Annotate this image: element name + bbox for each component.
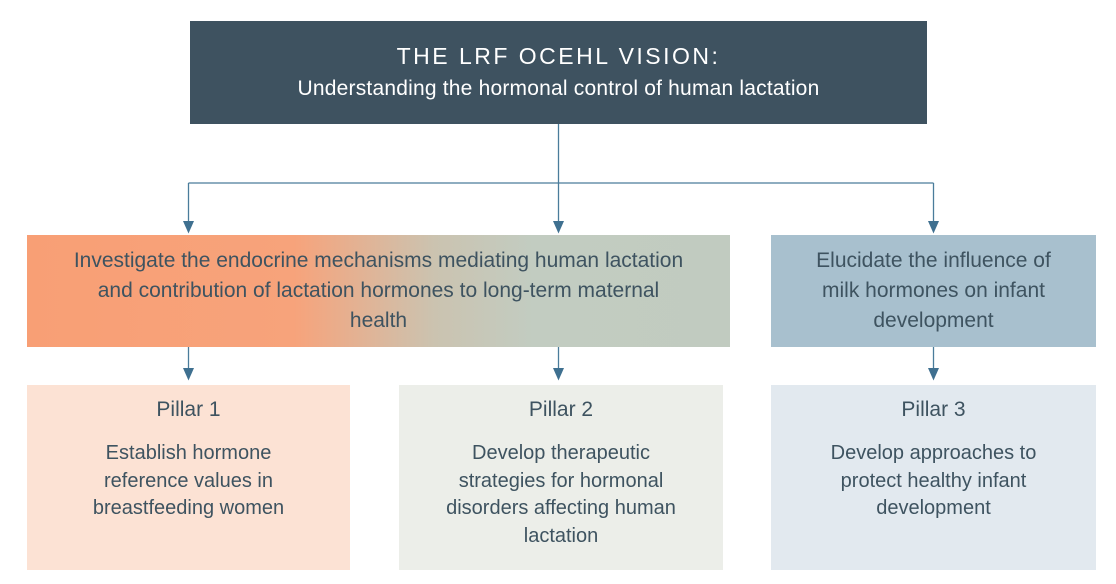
goal-box-maternal: Investigate the endocrine mechanisms med… [27, 235, 730, 347]
title-line-2: Understanding the hormonal control of hu… [297, 77, 820, 101]
pillar-2-box: Pillar 2 Develop therapeutic strategies … [399, 385, 723, 570]
title-line-1: THE LRF OCEHL VISION: [396, 43, 721, 70]
pillar-1-box: Pillar 1 Establish hormone reference val… [27, 385, 350, 570]
pillar-3-text: Develop approaches to protect healthy in… [830, 442, 1037, 520]
goal-infant-text: Elucidate the influence of milk hormones… [816, 249, 1051, 332]
arrow-down-icon [553, 221, 564, 234]
arrow-down-icon [928, 221, 939, 234]
pillar-3-label: Pillar 3 [901, 398, 966, 421]
arrow-down-icon [553, 368, 564, 381]
arrow-down-icon [183, 221, 194, 234]
goal-box-infant: Elucidate the influence of milk hormones… [771, 235, 1096, 347]
vision-title-box: THE LRF OCEHL VISION: Understanding the … [190, 21, 927, 124]
pillar-1-text: Establish hormone reference values in br… [92, 442, 285, 520]
pillar-2-label: Pillar 2 [528, 398, 594, 421]
pillar-1-label: Pillar 1 [156, 398, 221, 421]
arrow-down-icon [183, 368, 194, 381]
pillar-2-text: Develop therapeutic strategies for hormo… [446, 442, 676, 548]
goal-maternal-text: Investigate the endocrine mechanisms med… [73, 249, 684, 332]
pillar-3-box: Pillar 3 Develop approaches to protect h… [771, 385, 1096, 570]
arrow-down-icon [928, 368, 939, 381]
